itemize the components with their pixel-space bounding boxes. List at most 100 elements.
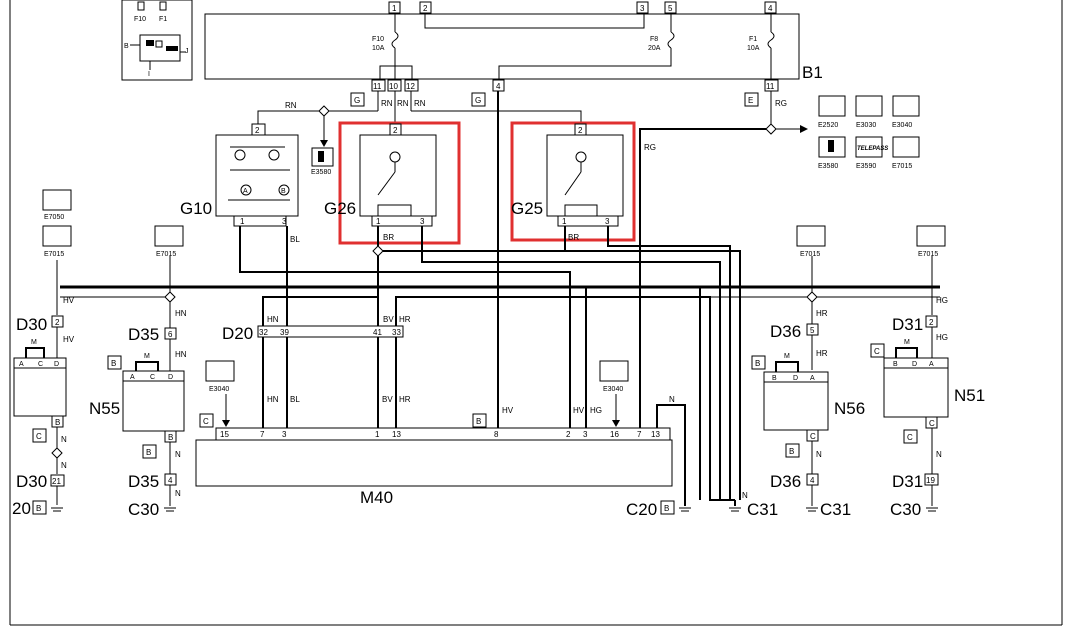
svg-text:4: 4 [768,4,773,13]
svg-text:A: A [243,188,248,195]
svg-text:E2520: E2520 [818,122,838,129]
connector-d20: D20 32 39 41 33 HN BV HR HN BL BV HR [222,315,411,404]
legend-i: I [148,71,150,78]
svg-text:N: N [669,395,675,404]
svg-text:A: A [810,375,815,382]
svg-text:N: N [175,450,181,459]
fuse-f1-rating: 10A [747,45,760,52]
legend-b: B [124,43,129,50]
label-g25: G25 [511,199,543,218]
svg-text:3: 3 [420,217,425,226]
svg-text:13: 13 [651,430,660,439]
ground-c31-center: N C31 [729,491,778,519]
fuse-f1-id: F1 [749,36,757,43]
svg-text:B: B [772,375,777,382]
svg-text:N: N [61,435,67,444]
legend-f10: F10 [134,16,146,23]
svg-text:E3040: E3040 [603,386,623,393]
svg-text:M: M [904,339,910,346]
svg-text:E: E [748,96,753,105]
svg-text:2: 2 [566,430,571,439]
legend-f1: F1 [159,16,167,23]
svg-text:B: B [281,188,286,195]
svg-text:HR: HR [399,315,411,324]
svg-text:A: A [19,361,24,368]
svg-text:M: M [31,339,37,346]
svg-text:E3040: E3040 [209,386,229,393]
svg-text:HV: HV [63,335,75,344]
svg-text:BR: BR [383,233,394,242]
svg-text:E3580: E3580 [818,163,838,170]
svg-text:D35: D35 [128,472,159,491]
svg-text:HR: HR [399,395,411,404]
switch-n51-group: HG D31 2 HG C B D A M N51 C C N D31 19 C… [870,256,985,519]
svg-text:RN: RN [397,99,409,108]
switch-d30-group: HV D30 2 HV A C D M B C N N D30 21 20 B [12,260,75,518]
svg-text:RG: RG [644,143,656,152]
svg-text:13: 13 [392,430,401,439]
svg-text:1: 1 [375,430,380,439]
door-icons-m40: E3040 E3040 HV HV HG [205,360,629,427]
svg-text:7: 7 [637,430,642,439]
svg-text:HR: HR [816,309,828,318]
svg-text:HV: HV [573,406,585,415]
svg-text:TELEPASS: TELEPASS [857,146,888,152]
svg-text:B: B [36,504,41,513]
svg-text:N56: N56 [834,399,865,418]
fuse-f8-rating: 20A [648,45,661,52]
wires-top: RN RN RN RN E3580 RG RG [257,91,808,435]
svg-text:E7015: E7015 [44,251,64,258]
svg-text:D30: D30 [16,315,47,334]
label-m40: M40 [360,488,393,507]
svg-text:2: 2 [55,318,60,327]
svg-text:G: G [475,96,481,105]
switch-n56-group: HR D36 5 HR B B D A M N56 C B N D36 4 C3… [586,256,940,519]
svg-text:15: 15 [220,430,229,439]
svg-text:1: 1 [240,217,245,226]
svg-text:41: 41 [373,328,382,337]
svg-text:N55: N55 [89,399,120,418]
component-g26: 2 1 3 G26 [324,121,461,245]
svg-text:RN: RN [414,99,426,108]
svg-text:B: B [755,359,760,368]
svg-text:E7050: E7050 [44,214,64,221]
svg-text:C: C [38,361,43,368]
door-left-icon [205,360,235,382]
svg-text:BV: BV [383,315,394,324]
svg-text:D36: D36 [770,322,801,341]
module-m40: C B 15 7 3 1 13 8 2 3 16 7 13 M40 N C20 … [195,395,691,519]
svg-text:HN: HN [175,350,187,359]
svg-text:B: B [664,504,669,513]
legend-inset: F10 F1 B J I [121,0,193,81]
component-g25: 2 1 3 G25 [510,121,636,242]
telepass-icon [855,136,883,158]
svg-text:HN: HN [175,309,187,318]
svg-text:C30: C30 [890,500,921,519]
svg-text:D30: D30 [16,472,47,491]
svg-text:A: A [929,361,934,368]
svg-text:C: C [36,432,42,441]
svg-text:C: C [874,347,880,356]
svg-text:A: A [130,374,135,381]
svg-text:21: 21 [52,477,61,486]
left-icons: E7050 E7015 E7015 E7015 E7015 [42,189,946,258]
svg-text:B: B [168,433,173,442]
svg-text:N: N [175,489,181,498]
svg-text:10: 10 [389,82,398,91]
svg-text:RN: RN [381,99,393,108]
svg-text:HV: HV [63,296,75,305]
door-icon [892,95,920,117]
svg-text:D31: D31 [892,472,923,491]
svg-text:D: D [168,374,173,381]
svg-text:N: N [816,450,822,459]
label-g26: G26 [324,199,356,218]
svg-text:RN: RN [285,101,297,110]
label-g10: G10 [180,199,212,218]
svg-text:11: 11 [766,82,775,91]
svg-text:5: 5 [810,326,815,335]
svg-text:2: 2 [255,126,260,135]
svg-text:1: 1 [392,4,397,13]
svg-text:B: B [146,448,151,457]
svg-text:4: 4 [168,476,173,485]
svg-text:HN: HN [267,395,279,404]
